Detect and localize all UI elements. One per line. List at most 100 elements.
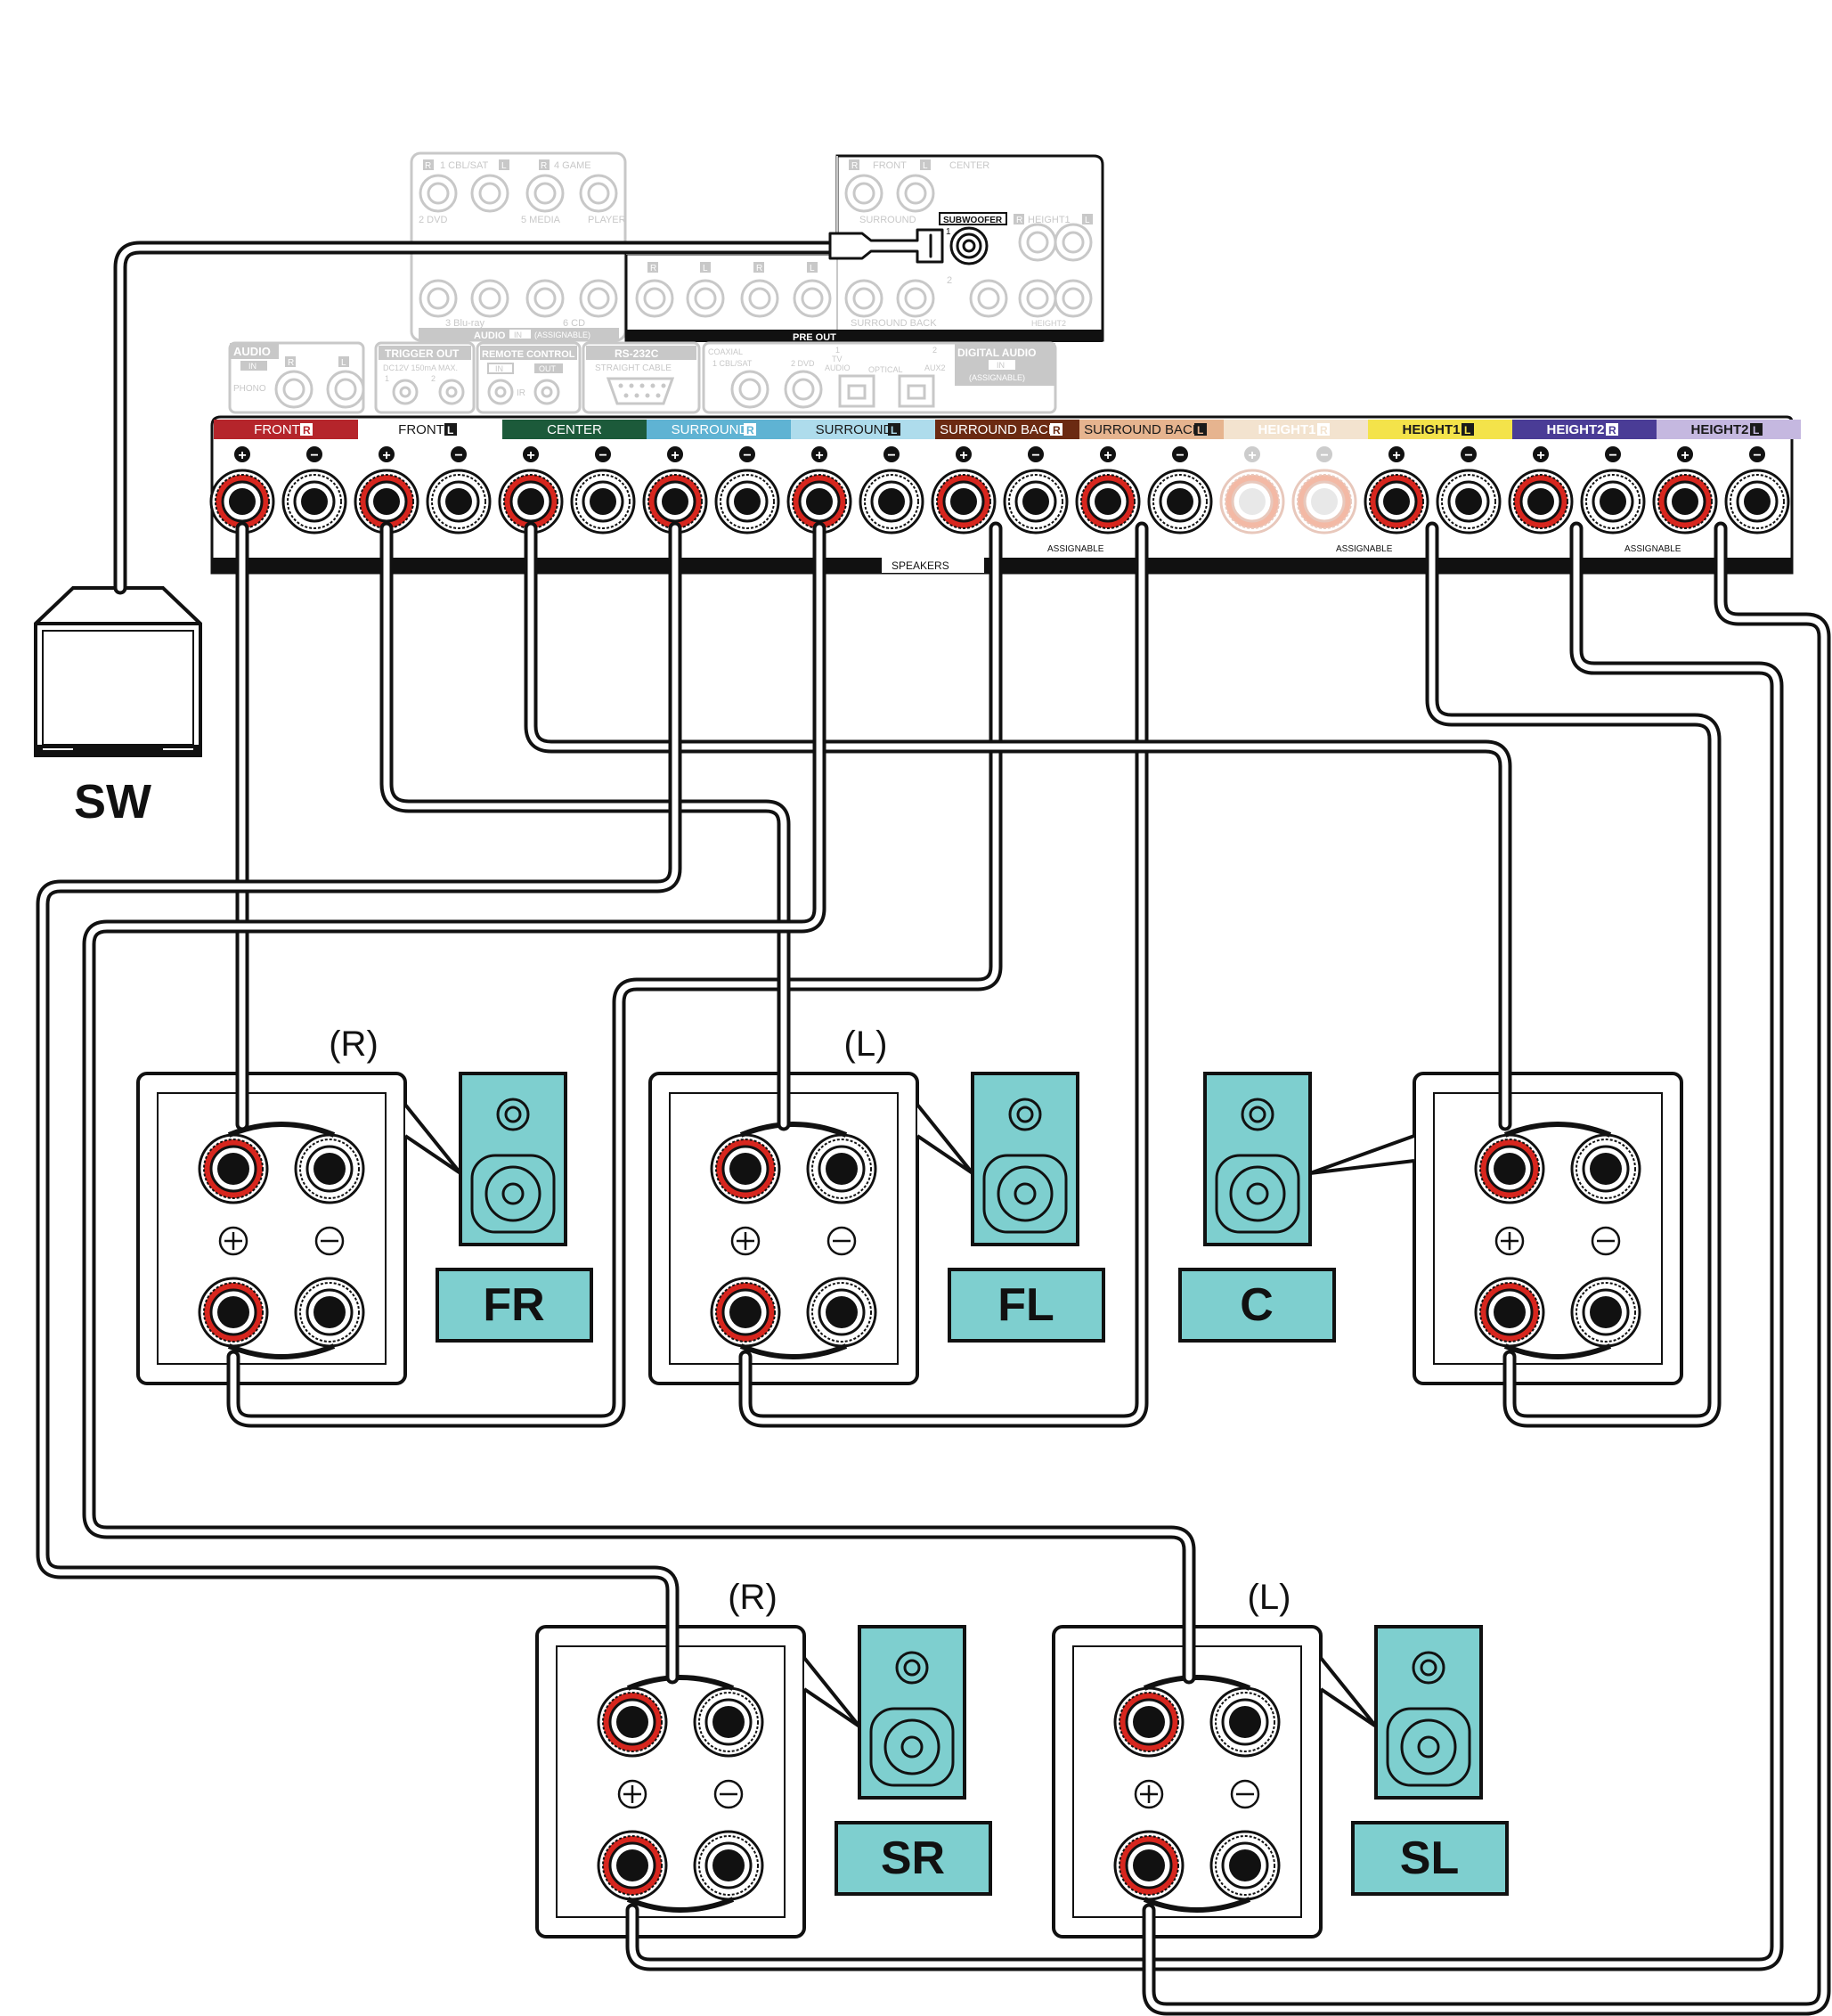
phono-in: IN <box>248 362 256 371</box>
audio-in-label: 1 CBL/SAT <box>440 160 488 171</box>
side-badge-letter: R <box>303 424 311 437</box>
speaker-minus-terminal[interactable] <box>1209 1830 1281 1901</box>
speaker-cabinet <box>971 1072 1079 1246</box>
preout-height1-label: HEIGHT1 <box>1028 215 1071 225</box>
speaker-minus-terminal[interactable] <box>294 1277 365 1348</box>
side-badge-letter: L <box>891 424 897 437</box>
speaker-plus-terminal[interactable] <box>1113 1830 1185 1901</box>
speaker-label: SL <box>1400 1832 1459 1884</box>
speaker-plus-terminal[interactable] <box>198 1277 269 1348</box>
terminal-pair: +− <box>1364 446 1502 535</box>
side-badge <box>1462 423 1474 436</box>
subwoofer-jack[interactable] <box>949 226 989 265</box>
minus-terminal[interactable] <box>714 469 780 535</box>
assignable-label: ASSIGNABLE <box>1336 544 1393 554</box>
channel-name: CENTER <box>547 422 602 437</box>
speaker-label: FL <box>997 1279 1054 1331</box>
plus-terminal[interactable] <box>498 469 564 535</box>
speaker-minus-terminal[interactable] <box>806 1277 877 1348</box>
minus-terminal[interactable] <box>1147 469 1213 535</box>
svg-text:−: − <box>310 448 318 463</box>
speaker-label-box: FR <box>436 1268 593 1343</box>
r-badge: R <box>756 264 762 273</box>
speaker-plus-terminal[interactable] <box>710 1133 781 1204</box>
minus-terminal[interactable] <box>1291 469 1357 535</box>
preout-center-label: CENTER <box>949 160 989 171</box>
plus-terminal[interactable] <box>1508 469 1574 535</box>
minus-terminal[interactable] <box>426 469 492 535</box>
minus-terminal[interactable] <box>1724 469 1790 535</box>
channel-name: SURROUND <box>672 422 749 437</box>
minus-terminal[interactable] <box>570 469 636 535</box>
plus-marker: + <box>1388 446 1405 463</box>
terminal-pair: +− <box>1652 446 1790 535</box>
plus-terminal[interactable] <box>209 469 275 535</box>
speaker-plus-terminal[interactable] <box>198 1133 269 1204</box>
svg-text:−: − <box>1608 448 1616 463</box>
jumper <box>739 1343 848 1359</box>
assignable-label: ASSIGNABLE <box>1624 544 1681 554</box>
speaker-minus-terminal[interactable] <box>693 1686 764 1758</box>
svg-text:+: + <box>382 448 390 463</box>
digital-in: IN <box>997 361 1005 370</box>
wire-sl-minus <box>1142 521 1831 2016</box>
minus-terminal[interactable] <box>281 469 347 535</box>
side-badge-letter: L <box>1464 424 1470 437</box>
svg-text:−: − <box>1176 448 1184 463</box>
speaker-minus-terminal[interactable] <box>693 1830 764 1901</box>
speaker-minus-terminal[interactable] <box>806 1133 877 1204</box>
minus-terminal[interactable] <box>1580 469 1646 535</box>
plus-terminal[interactable] <box>786 469 852 535</box>
svg-text:+: + <box>815 448 823 463</box>
minus-terminal[interactable] <box>1003 469 1069 535</box>
plus-terminal[interactable] <box>1219 469 1285 535</box>
digital-tv: TV <box>832 355 843 363</box>
trigger-n1: 1 <box>385 374 389 383</box>
speaker-label-box: C <box>1178 1268 1336 1343</box>
side-badge-letter: R <box>1320 424 1328 437</box>
minus-marker: − <box>1605 446 1621 463</box>
digital-audio: AUDIO <box>825 363 851 372</box>
plus-terminal[interactable] <box>931 469 997 535</box>
minus-marker: − <box>739 446 755 463</box>
plus-marker: + <box>956 446 972 463</box>
remote-ir: IR <box>517 388 525 398</box>
plus-terminal[interactable] <box>1652 469 1718 535</box>
svg-text:−: − <box>1464 448 1472 463</box>
wire-fl-plus <box>379 521 791 1131</box>
speaker-minus-terminal[interactable] <box>1570 1277 1641 1348</box>
speaker-label: FR <box>483 1279 544 1331</box>
minus-terminal[interactable] <box>1436 469 1502 535</box>
polarity-markers <box>617 1779 744 1809</box>
speaker-plus-terminal[interactable] <box>1113 1686 1185 1758</box>
speaker-minus-terminal[interactable] <box>1570 1133 1641 1204</box>
plus-terminal[interactable] <box>1364 469 1429 535</box>
channel-name: SURROUND <box>816 422 893 437</box>
speaker-plus-terminal[interactable] <box>1474 1277 1545 1348</box>
speaker-minus-terminal[interactable] <box>1209 1686 1281 1758</box>
digital-dvd: 2 DVD <box>791 359 815 368</box>
remote-title: REMOTE CONTROL <box>482 349 575 360</box>
speaker-plus-terminal[interactable] <box>597 1686 668 1758</box>
plus-marker: + <box>379 446 395 463</box>
digital-n2: 2 <box>932 346 937 355</box>
plus-terminal[interactable] <box>642 469 708 535</box>
plus-terminal[interactable] <box>354 469 419 535</box>
plus-terminal[interactable] <box>1075 469 1141 535</box>
remote-in: IN <box>495 364 503 373</box>
audio-in-in: IN <box>514 331 522 339</box>
polarity-markers <box>1134 1779 1260 1809</box>
speaker-plus-terminal[interactable] <box>597 1830 668 1901</box>
l-badge: L <box>810 264 815 273</box>
r-badge: R <box>1016 216 1022 225</box>
minus-terminal[interactable] <box>859 469 924 535</box>
jumper <box>1503 1343 1612 1359</box>
speaker-plus-terminal[interactable] <box>710 1277 781 1348</box>
speaker-minus-terminal[interactable] <box>294 1133 365 1204</box>
speaker-plus-terminal[interactable] <box>1474 1133 1545 1204</box>
audio-in-footer: AUDIO <box>474 331 506 341</box>
side-badge-letter: L <box>447 424 453 437</box>
